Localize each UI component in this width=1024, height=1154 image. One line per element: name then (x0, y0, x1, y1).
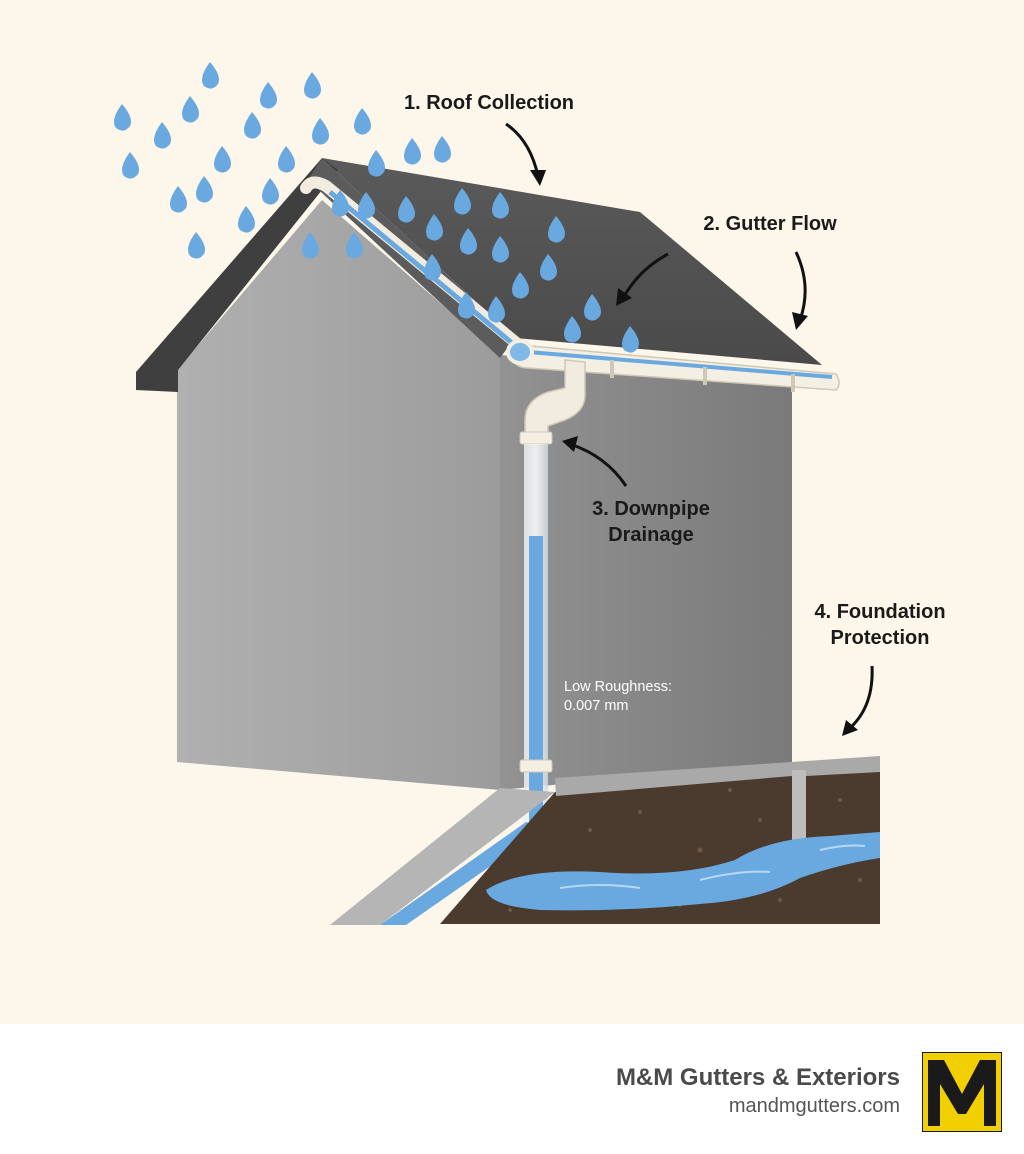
raindrop-icon (346, 232, 363, 259)
raindrop-icon (492, 236, 509, 263)
roughness-line2: 0.007 mm (564, 698, 629, 714)
raindrop-icon (492, 192, 509, 219)
concrete-path (330, 788, 555, 925)
arrow-icon (848, 665, 874, 730)
raindrop-icon (332, 190, 349, 217)
house-illustration (114, 62, 880, 925)
raindrop-icon (404, 138, 421, 165)
label-foundation-line2: Protection (830, 627, 930, 649)
raindrop-icon (512, 272, 529, 299)
m-logo-icon: M (922, 1052, 1002, 1132)
raindrop-icon (540, 254, 557, 281)
foundation-footing (792, 770, 806, 840)
raindrop-icon (238, 206, 255, 233)
raindrop-icon (460, 228, 477, 255)
raindrop-icon (424, 254, 441, 281)
label-foundation-protection: 4. Foundation Protection (796, 599, 964, 651)
label-downpipe-line2: Drainage (608, 524, 694, 546)
roof-edge-left (136, 158, 338, 392)
raindrop-icon (154, 122, 171, 149)
raindrop-icon (458, 292, 475, 319)
label-roof-text: 1. Roof Collection (404, 92, 574, 114)
label-foundation-line1: 4. Foundation (814, 601, 946, 623)
pipe-collar-bottom (519, 759, 553, 773)
downpipe-water (529, 536, 543, 826)
raindrop-icon (584, 294, 601, 321)
arrow-icon (505, 122, 540, 177)
raindrop-icon (426, 214, 443, 241)
label-gutter-text: 2. Gutter Flow (703, 213, 837, 235)
roof-slope (322, 158, 822, 365)
footer (0, 1024, 1024, 1154)
raindrop-icon (114, 104, 131, 131)
brand-url[interactable]: mandmgutters.com (728, 1095, 900, 1117)
arrowhead-icon (616, 288, 632, 306)
raindrop-icon (622, 326, 639, 353)
logo-letter: M (962, 1101, 963, 1103)
raindrop-icon (454, 188, 471, 215)
raindrop-icon (564, 316, 581, 343)
raindrop-icon (302, 232, 319, 259)
arrowheads (530, 170, 858, 736)
brand-name: M&M Gutters & Exteriors (615, 1064, 900, 1091)
gutter-end-cap (506, 339, 534, 365)
raindrop-icon (358, 192, 375, 219)
arrow-icon (569, 442, 628, 487)
arrows (505, 122, 874, 730)
pipe-collar-top (519, 431, 553, 445)
label-roof-collection: 1. Roof Collection (394, 90, 584, 116)
raindrop-icon (354, 108, 371, 135)
water-ripple (559, 844, 866, 889)
eave-gutter-water (527, 350, 833, 379)
raindrop-icon (368, 150, 385, 177)
raindrop-icon (488, 296, 505, 323)
label-gutter-flow: 2. Gutter Flow (690, 211, 850, 237)
water-pool (486, 832, 880, 911)
raindrop-icon (196, 176, 213, 203)
raindrop-icon (398, 196, 415, 223)
label-downpipe-line1: 3. Downpipe (592, 498, 710, 520)
brand-block: M&M Gutters & Exteriors mandmgutters.com (616, 1063, 900, 1119)
raindrop-icon (214, 146, 231, 173)
raindrop-icon (182, 96, 199, 123)
arrowhead-icon (792, 312, 808, 330)
front-gable-wall (177, 200, 500, 790)
raindrop-icon (202, 62, 219, 89)
raindrop-icon (304, 72, 321, 99)
drain-channel (380, 822, 548, 925)
raindrop-icon (244, 112, 261, 139)
raindrop-icon (260, 82, 277, 109)
raindrop-icon (262, 178, 279, 205)
arrowhead-icon (562, 436, 578, 452)
raindrop-icon (548, 216, 565, 243)
rain (114, 62, 639, 353)
arrow-icon (794, 251, 807, 321)
label-downpipe-drainage: 3. Downpipe Drainage (572, 496, 730, 548)
raindrop-icon (122, 152, 139, 179)
raindrop-icon (170, 186, 187, 213)
roughness-note: Low Roughness: 0.007 mm (564, 678, 672, 716)
roughness-line1: Low Roughness: (564, 679, 673, 695)
raindrop-icon (312, 118, 329, 145)
arrowhead-icon (530, 170, 546, 186)
illustration-canvas: 1. Roof Collection 2. Gutter Flow 3. Dow… (0, 0, 1024, 1024)
raindrop-icon (434, 136, 451, 163)
arrowhead-icon (842, 720, 858, 736)
rake-gutter-water (328, 190, 520, 350)
rake-gutter (300, 176, 526, 352)
raindrop-icon (278, 146, 295, 173)
raindrop-icon (188, 232, 205, 259)
side-wall (500, 355, 792, 790)
